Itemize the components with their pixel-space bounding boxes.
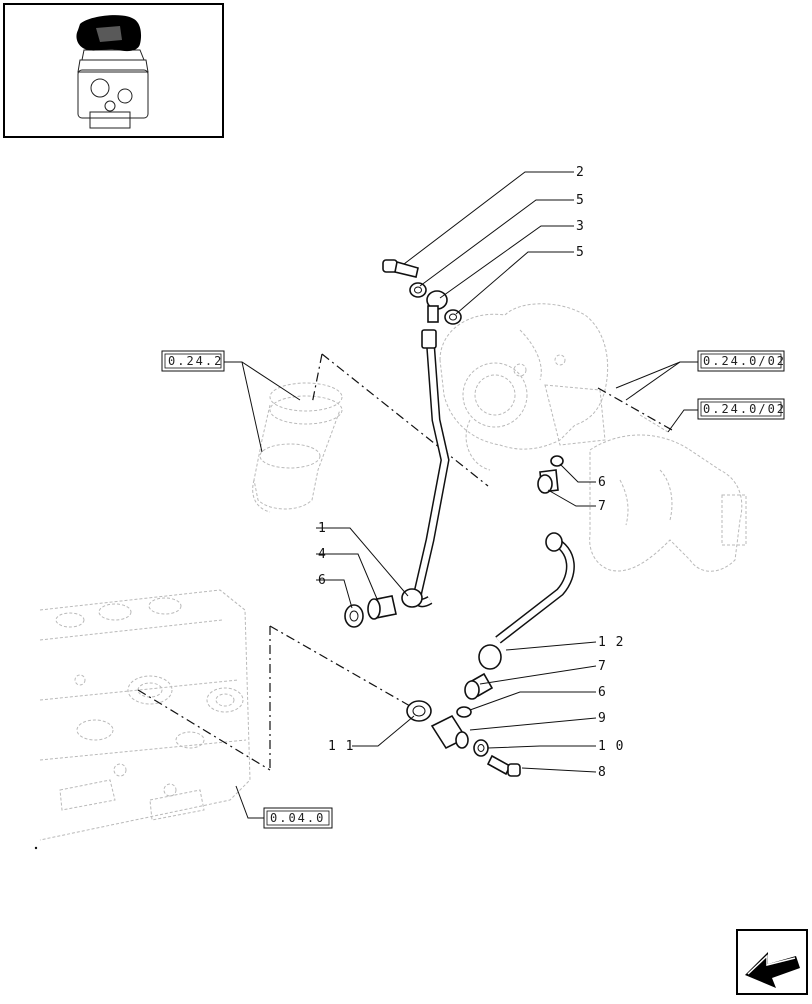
callout-1: 1 [318, 521, 327, 536]
part-gasket-11[interactable] [406, 700, 432, 722]
callout-11: 1 1 [328, 739, 354, 754]
callout-3: 3 [576, 219, 585, 234]
part-union-7b[interactable] [464, 672, 494, 700]
reference-0-24-0-02-b-label: 0.24.0/02 [703, 402, 786, 416]
callout-8: 8 [598, 765, 607, 780]
connection-lines [137, 353, 673, 771]
reference-0-24-2[interactable]: 0.24.2 [161, 350, 225, 372]
reference-0-24-0-02-b[interactable]: 0.24.0/02 [697, 398, 786, 420]
callout-10: 1 0 [598, 739, 624, 754]
stray-dot [34, 846, 38, 850]
part-elbow-9[interactable] [430, 714, 469, 750]
callout-7a: 7 [598, 499, 607, 514]
engine-thumbnail-icon[interactable] [3, 3, 224, 138]
reference-0-24-0-02-a-label: 0.24.0/02 [703, 354, 786, 368]
part-washer-10[interactable] [473, 739, 489, 757]
callout-2: 2 [576, 165, 585, 180]
part-washer-5a[interactable] [409, 282, 427, 298]
callout-7b: 7 [598, 659, 607, 674]
callout-6a: 6 [598, 475, 607, 490]
callout-12: 1 2 [598, 635, 624, 650]
part-adapter-4[interactable] [367, 595, 397, 620]
part-oil-pipe-1[interactable] [401, 329, 450, 608]
callout-6b: 6 [318, 573, 327, 588]
reference-0-24-2-label: 0.24.2 [168, 354, 223, 368]
part-banjo-fitting-3[interactable] [426, 290, 448, 323]
part-washer-6b[interactable] [344, 604, 364, 628]
callout-labels: 2 5 3 5 6 7 1 4 6 1 2 7 6 9 1 0 1 1 8 [318, 165, 624, 780]
next-page-arrow-icon[interactable] [736, 929, 808, 995]
reference-0-24-0-02-a[interactable]: 0.24.0/02 [697, 350, 786, 372]
callout-5a: 5 [576, 193, 585, 208]
callout-5b: 5 [576, 245, 585, 260]
part-bolt-8[interactable] [486, 754, 521, 777]
part-return-pipe-12[interactable] [478, 532, 575, 670]
engine-block-ghost [39, 589, 251, 841]
callout-9: 9 [598, 711, 607, 726]
reference-0-04-0[interactable]: 0.04.0 [263, 807, 333, 829]
turbocharger-ghost [439, 303, 747, 572]
part-union-7a[interactable] [537, 469, 559, 494]
air-hose-ghost [252, 382, 343, 513]
leader-lines [224, 171, 698, 819]
callout-6c: 6 [598, 685, 607, 700]
part-bolt-2[interactable] [382, 259, 419, 278]
callout-4: 4 [318, 547, 327, 562]
part-oring-6c[interactable] [456, 706, 472, 718]
part-washer-6a[interactable] [550, 455, 564, 467]
reference-0-04-0-label: 0.04.0 [270, 811, 325, 825]
